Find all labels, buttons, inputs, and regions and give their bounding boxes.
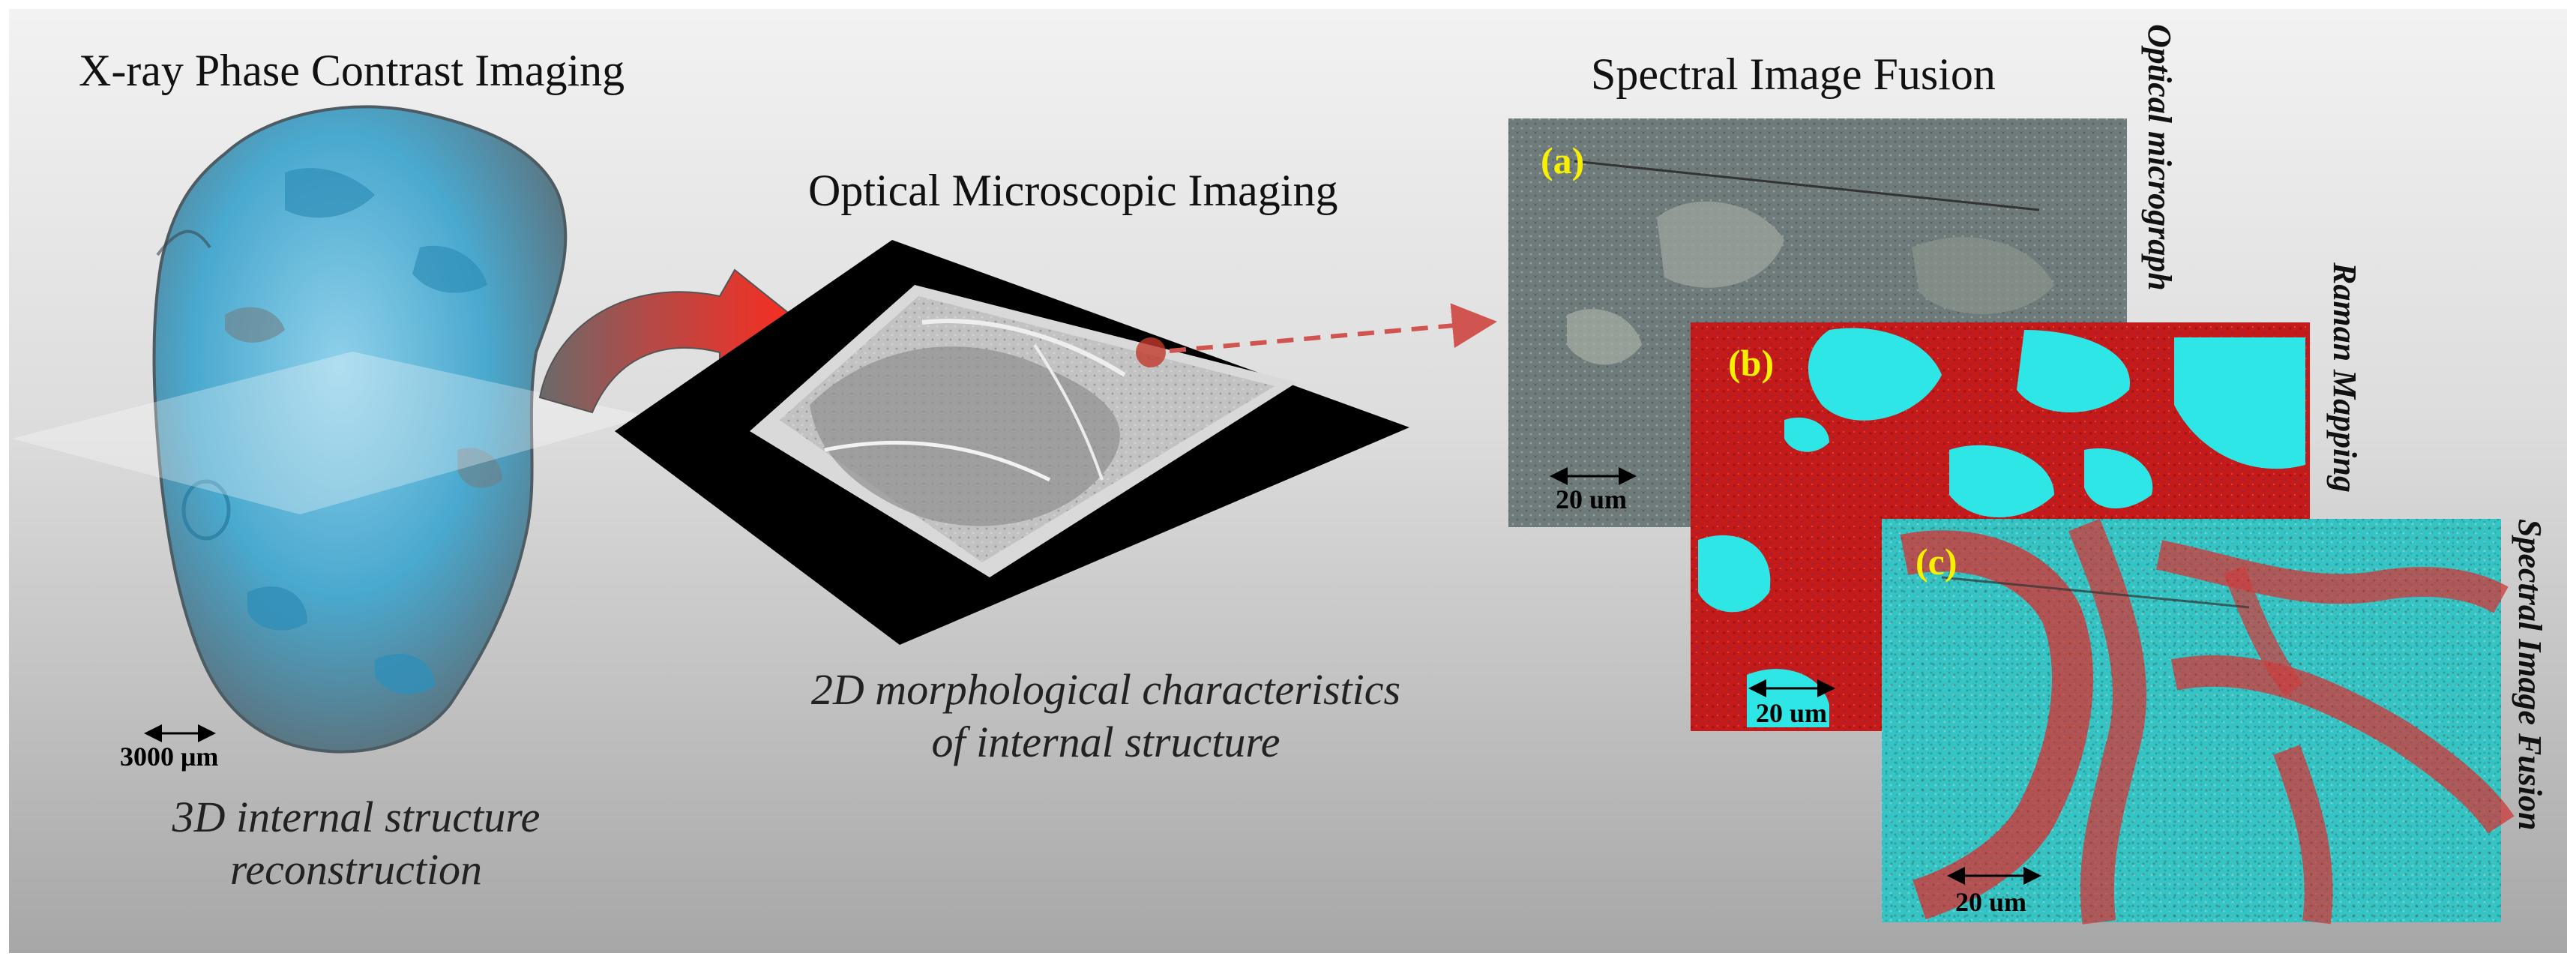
dashed-pointer-arrow: [1169, 303, 1497, 353]
curved-transfer-arrow: [538, 268, 811, 414]
panel-b-scale-label: 20 um: [1756, 698, 1828, 728]
xray-3d-rock-reconstruction: [152, 105, 568, 754]
optical-microscope-mosaic: [615, 240, 1409, 645]
xray-scale-label: 3000 μm: [120, 742, 219, 772]
xray-title: X-ray Phase Contrast Imaging: [79, 46, 625, 95]
panel-a-label: (a): [1541, 139, 1585, 181]
panel-a-scale-label: 20 um: [1556, 484, 1628, 514]
xray-caption-line1: 3D internal structure: [172, 793, 541, 841]
panel-b-side-title: Raman Mapping: [2326, 262, 2363, 493]
panel-b-label: (b): [1728, 342, 1775, 384]
panel-a-side-title: Optical micrograph: [2141, 24, 2178, 291]
xray-caption: 3D internal structure reconstruction: [97, 791, 615, 896]
panel-c-scale-label: 20 um: [1955, 887, 2027, 917]
optical-caption: 2D morphological characteristics of inte…: [735, 664, 1477, 769]
optical-caption-line2: of internal structure: [931, 718, 1281, 766]
optical-caption-line1: 2D morphological characteristics: [810, 665, 1401, 714]
panel-c-spectral-fusion: [1882, 518, 2515, 925]
panel-c-side-title: Spectral Image Fusion: [2512, 519, 2548, 831]
xray-caption-line2: reconstruction: [229, 845, 483, 894]
panel-c-label: (c): [1916, 541, 1957, 583]
fusion-title: Spectral Image Fusion: [1591, 49, 1996, 99]
optical-title: Optical Microscopic Imaging: [808, 166, 1338, 215]
